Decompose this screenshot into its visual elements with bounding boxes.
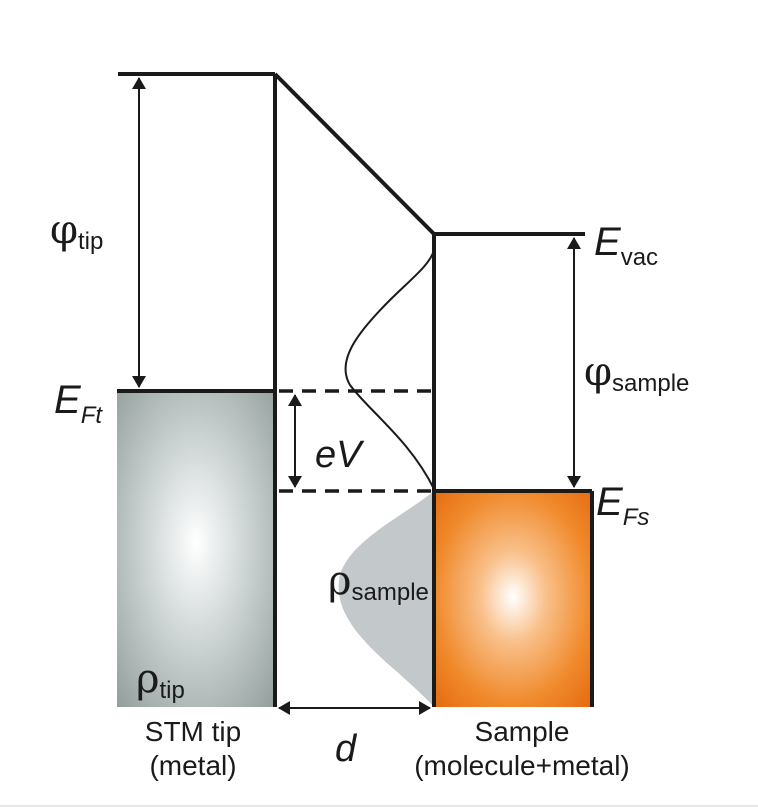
wavefunction-curve [344, 249, 435, 490]
phi-tip-label: φtip [50, 207, 103, 255]
barrier-slope [273, 72, 436, 236]
phi-sample-label: φsample [584, 349, 689, 397]
rho-sample-label: ρsample [328, 558, 429, 606]
efs-label: EFs [596, 480, 649, 531]
ev-label: eV [315, 434, 365, 476]
rho-tip-label: ρtip [136, 656, 185, 704]
sample-caption-line2: (molecule+metal) [414, 750, 630, 781]
d-label: d [335, 728, 358, 770]
sample-dos-shape [338, 491, 434, 707]
sample-occupied-states [434, 491, 592, 707]
tip-occupied-states [117, 391, 275, 707]
tip-caption-line2: (metal) [149, 750, 236, 781]
sample-caption-line1: Sample [475, 716, 570, 747]
evac-label: Evac [594, 220, 658, 271]
tip-caption-line1: STM tip [145, 716, 241, 747]
eft-label: EFt [54, 378, 103, 429]
